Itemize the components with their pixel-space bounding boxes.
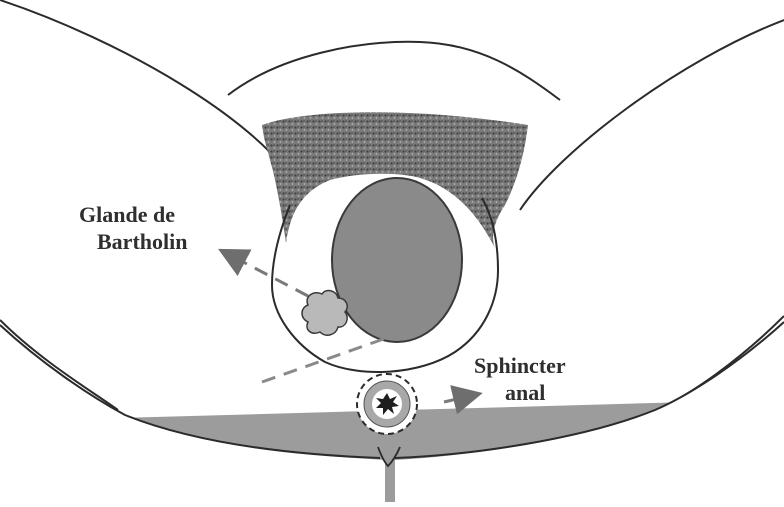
perineal-dashed-line [262,336,392,382]
sphincter-label-line1: Sphincter [474,353,566,379]
bartholin-label-line1: Glande de [79,202,175,228]
bartholin-label-line2: Bartholin [97,229,187,255]
right-thigh-outline [520,20,784,408]
sphincter-pointer-line [444,395,474,402]
bartholin-pointer-line [226,253,308,296]
vaginal-opening [332,178,462,342]
abdomen-outline [228,42,560,100]
sphincter-label-line2: anal [505,380,545,406]
